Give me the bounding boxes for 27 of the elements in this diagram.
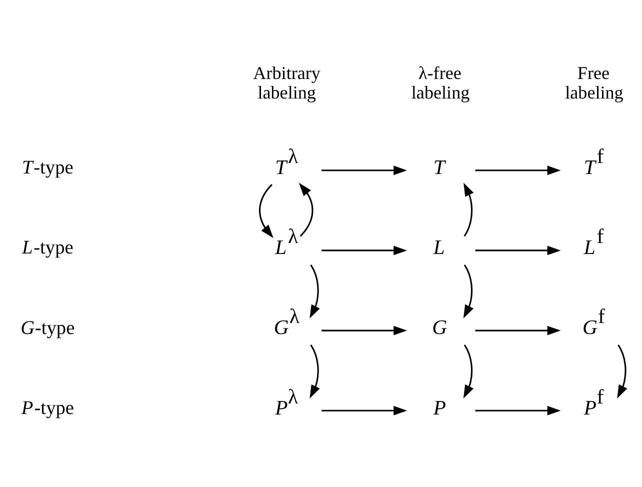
- arrow: [475, 165, 561, 175]
- label: L-type: [22, 237, 74, 258]
- arrow: [259, 184, 274, 238]
- arrow: [475, 325, 561, 335]
- arrow: [463, 264, 474, 318]
- arrow: [475, 245, 561, 255]
- arrow: [617, 344, 628, 398]
- label: T-type: [22, 157, 74, 178]
- arrow: [475, 405, 561, 415]
- arrow: [463, 344, 474, 398]
- node-text: T: [433, 156, 445, 178]
- arrow: [310, 344, 320, 398]
- node-text: P: [433, 396, 446, 419]
- arrow: [322, 245, 408, 255]
- label: λ-free labeling: [411, 62, 470, 102]
- label: Free labeling: [565, 62, 624, 102]
- arrow: [464, 182, 474, 236]
- arrow: [322, 165, 408, 175]
- arrow: [310, 264, 320, 318]
- arrow: [298, 182, 314, 236]
- arrow: [322, 325, 408, 335]
- arrow: [322, 405, 408, 415]
- label: G-type: [20, 317, 75, 338]
- node-text: G: [432, 316, 448, 339]
- label: P-type: [21, 397, 74, 418]
- node-text: L: [433, 236, 445, 259]
- label: Arbitrary labeling: [253, 62, 320, 102]
